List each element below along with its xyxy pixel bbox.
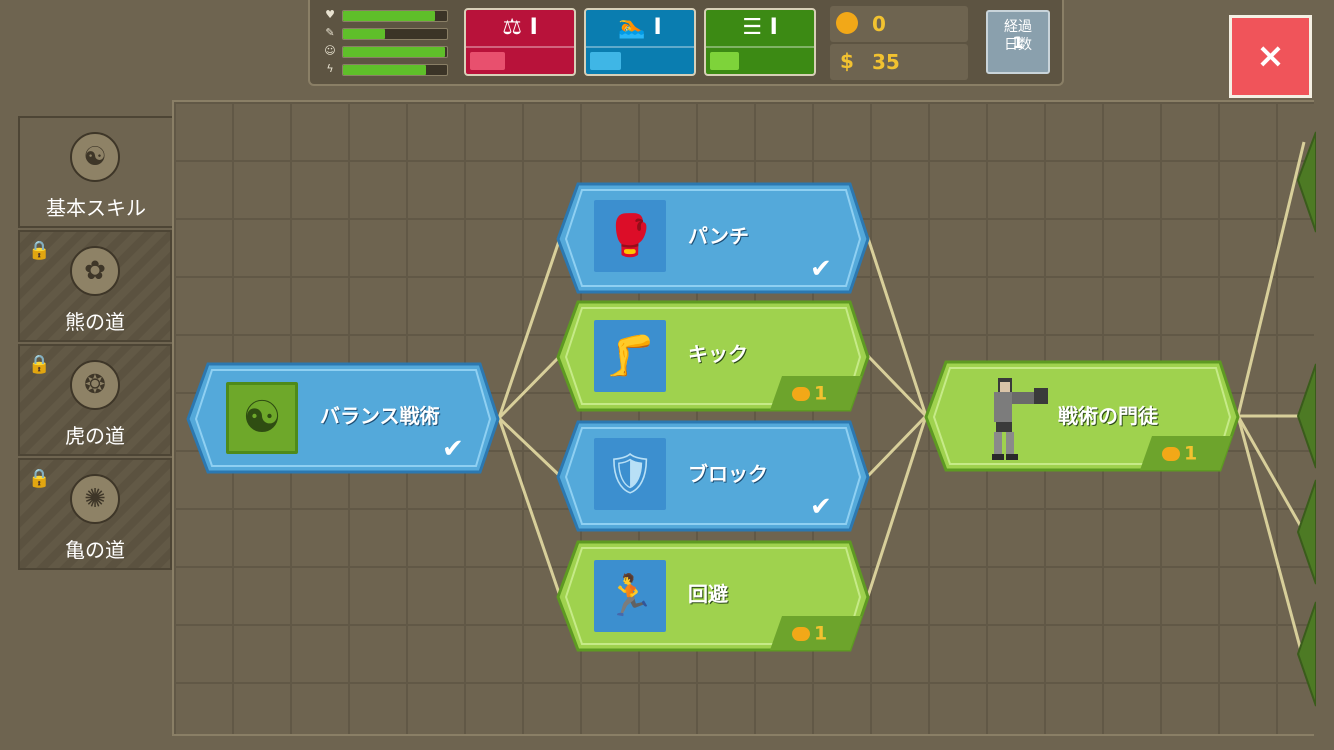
tab-label: 亀の道 [65,538,125,562]
skill-name: キック [688,342,748,366]
endurance-stat[interactable]: ☰ I [704,8,816,76]
lightning-icon: ϟ [326,62,334,75]
coin-icon [792,386,810,401]
swimmer-icon: 🏊 [618,15,646,40]
tab-turtle-path[interactable]: 🔒 ✺ 亀の道 [18,458,172,570]
skill-cost-value: 1 [1184,442,1198,465]
tab-label: 熊の道 [65,310,125,334]
skill-node-tactics-disciple[interactable]: 戦術の門徒 1 [924,360,1240,474]
coin-icon: ● [836,12,858,34]
dollar-icon: $ [840,49,854,73]
turtle-icon: ✺ [70,474,120,524]
skill-connections [497,131,1316,707]
skill-node-block[interactable]: 🛡 ブロック ✔ [556,420,870,534]
skill-tree-canvas[interactable]: ☯ バランス戦術 ✔ 🥊 パンチ ✔ 🦵 キック 1 🛡 ブロック ✔ 🏃 回避… [172,100,1316,736]
punch-figure-icon: 🥊 [594,200,666,272]
skill-name: パンチ [688,224,749,248]
yin-yang-icon: ☯ [226,382,298,454]
mood-bar-fill [343,47,445,57]
elapsed-days-label-2: 日数 [1004,37,1032,53]
heart-icon: ♥ [325,8,335,21]
energy-bar-fill [343,65,427,75]
endurance-progress [710,52,739,70]
lock-icon: 🔒 [28,468,51,489]
tab-label: 基本スキル [46,196,146,220]
tab-tiger-path[interactable]: 🔒 ❂ 虎の道 [18,344,172,456]
status-hud: ♥ ✎ ☺ ϟ ⚖ I 🏊 I ☰ I ● 0 $ 35 経過 日数 1 [308,0,1064,86]
skill-node-kick[interactable]: 🦵 キック 1 [556,300,870,414]
skill-cost: 1 [770,378,848,408]
skill-cost: 1 [1140,438,1218,468]
lock-icon: 🔒 [28,240,51,261]
coin-icon [792,626,810,641]
elapsed-days-value: 1 [1012,33,1024,52]
tool-bar-fill [343,29,385,39]
face-icon: ☺ [324,44,336,57]
endurance-level: I [769,15,778,40]
yin-yang-icon: ☯ [70,132,120,182]
money-amount: 35 [872,50,900,74]
skill-node-balance-tactics[interactable]: ☯ バランス戦術 ✔ [186,362,500,476]
skill-node-punch[interactable]: 🥊 パンチ ✔ [556,182,870,296]
elapsed-days-panel: 経過 日数 1 [986,10,1050,74]
strength-level: I [529,15,538,40]
agility-level: I [653,15,662,40]
fighter-portrait-icon [992,378,1048,460]
agility-stat[interactable]: 🏊 I [584,8,696,76]
skill-name: ブロック [688,462,768,486]
tab-bear-path[interactable]: 🔒 ✿ 熊の道 [18,230,172,342]
lock-icon: 🔒 [28,354,51,375]
tool-bar: ✎ [322,26,448,40]
agility-progress [590,52,621,70]
tiger-icon: ❂ [70,360,120,410]
strength-icon: ⚖ [502,15,522,40]
skill-cost: 1 [770,618,848,648]
coin-icon [1162,446,1180,461]
coin-count: 0 [872,12,886,36]
money-counter: $ 35 [830,44,968,80]
kick-figure-icon: 🦵 [594,320,666,392]
block-figure-icon: 🛡 [594,438,666,510]
tab-label: 虎の道 [65,424,125,448]
learned-check-icon: ✔ [810,254,832,284]
elapsed-days-label-1: 経過 [1004,19,1032,35]
skill-name: バランス戦術 [320,404,440,428]
skill-cost-value: 1 [814,382,828,405]
close-icon: × [1256,36,1285,76]
learned-check-icon: ✔ [810,492,832,522]
learned-check-icon: ✔ [442,434,464,464]
mood-bar: ☺ [322,44,448,58]
tab-basic-skills[interactable]: ☯ 基本スキル [18,116,172,228]
energy-bar: ϟ [322,62,448,76]
skill-cost-value: 1 [814,622,828,645]
health-bar: ♥ [322,8,448,22]
coin-counter: ● 0 [830,6,968,42]
health-bar-fill [343,11,435,21]
bear-paw-icon: ✿ [70,246,120,296]
wrench-icon: ✎ [325,26,335,39]
skill-node-dodge[interactable]: 🏃 回避 1 [556,540,870,654]
weights-icon: ☰ [742,15,762,40]
strength-progress [470,52,505,70]
skill-name: 回避 [688,582,728,606]
dodge-figure-icon: 🏃 [594,560,666,632]
close-button[interactable]: × [1229,15,1312,98]
skill-name: 戦術の門徒 [1058,404,1158,428]
strength-stat[interactable]: ⚖ I [464,8,576,76]
